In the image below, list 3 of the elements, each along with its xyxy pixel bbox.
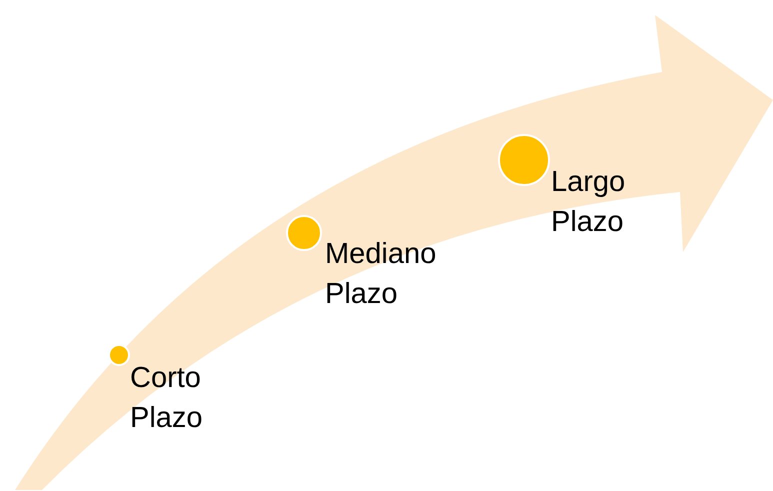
node-label: Mediano Plazo <box>325 237 438 312</box>
node-label: Largo Plazo <box>551 165 626 240</box>
node-label: Corto Plazo <box>130 361 204 436</box>
